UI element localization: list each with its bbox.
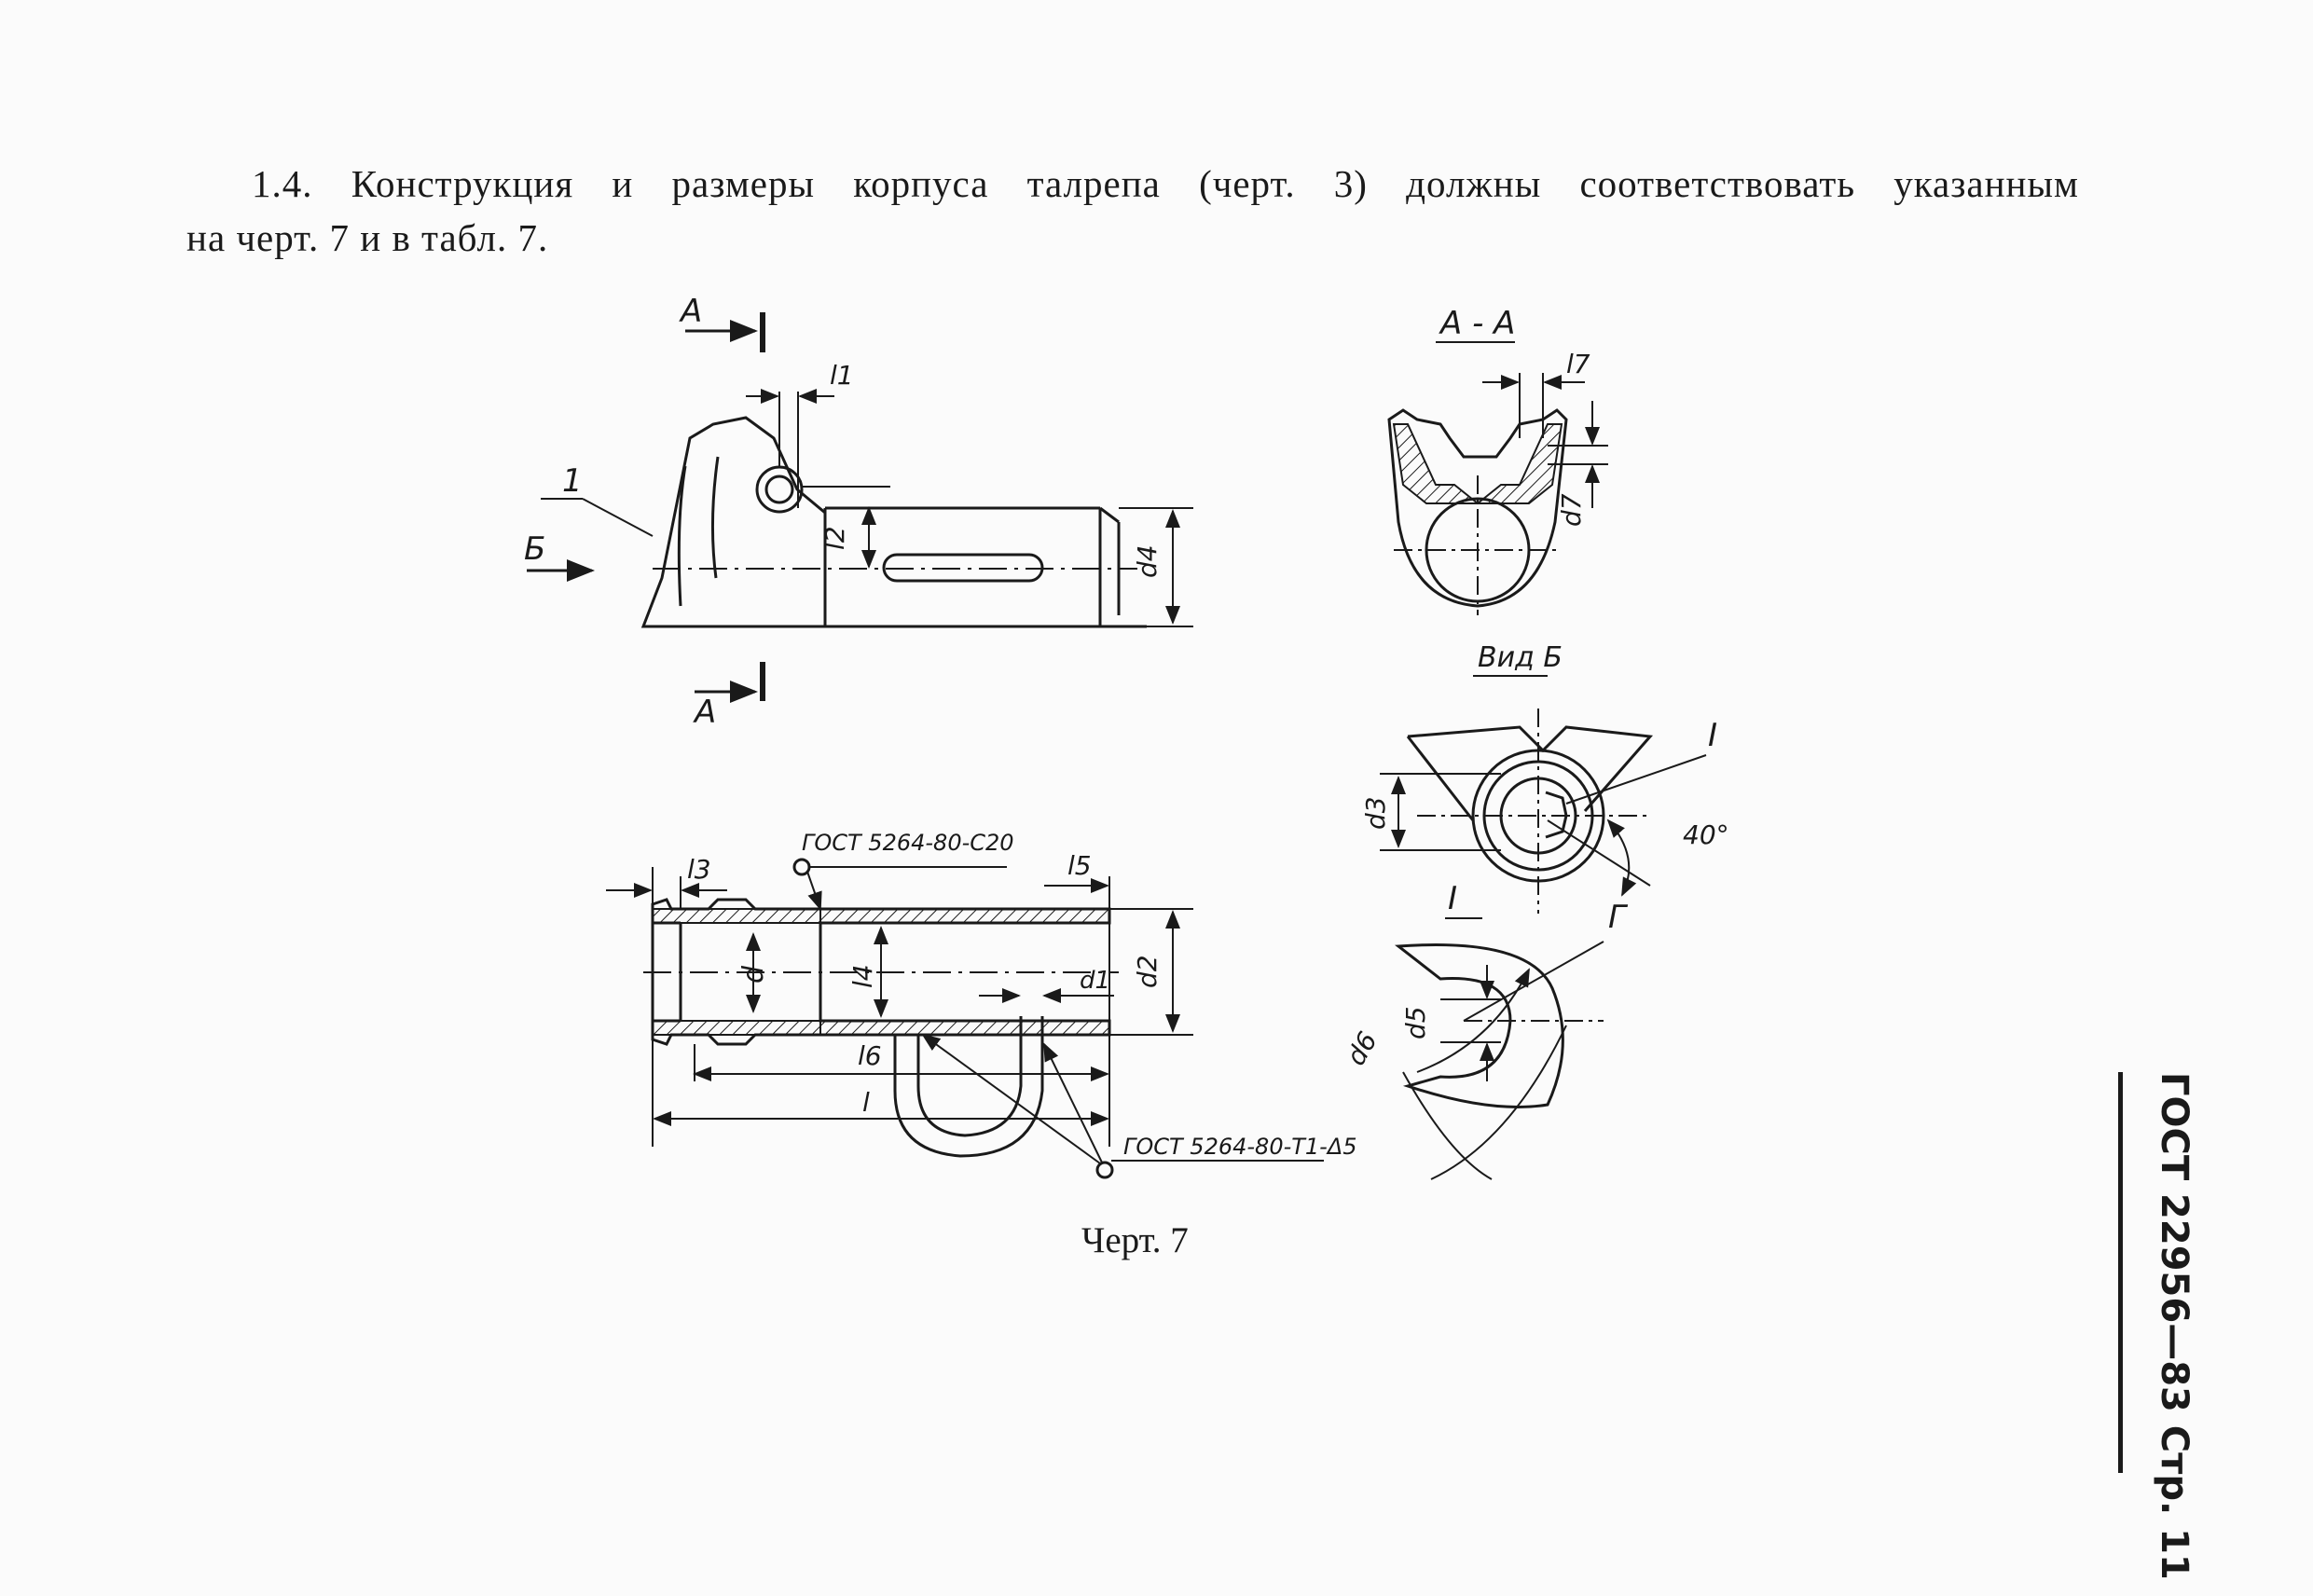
dim-l1: l1 (830, 360, 854, 391)
clause-1-4-text: 1.4. Конструкция и размеры корпуса талре… (186, 157, 2079, 265)
longitudinal-section (606, 858, 1324, 1179)
dim-l2: l2 (819, 526, 850, 550)
dim-d: d (737, 965, 770, 984)
section-aa-title: А - А (1439, 305, 1515, 342)
dim-d6: d6 (1340, 1026, 1383, 1070)
figure-caption: Черт. 7 (1081, 1220, 1189, 1260)
section-a-label-top: А (679, 293, 702, 330)
dim-l4: l4 (847, 964, 878, 988)
weld-spec-bottom: ГОСТ 5264-80-Т1-Δ5 (1123, 1134, 1357, 1160)
part-number-1: 1 (562, 462, 583, 500)
dim-l: l (862, 1087, 870, 1118)
side-view (527, 312, 1193, 703)
page-header-vertical: ГОСТ 22956—83 Стр. 11 (2118, 1072, 2197, 1580)
detail-i (1394, 917, 1604, 1180)
dim-d4: d4 (1132, 544, 1163, 578)
dim-d3: d3 (1360, 796, 1391, 830)
paragraph-line-2: на черт. 7 и в табл. 7. (186, 216, 549, 259)
g-label: Г (1608, 899, 1629, 936)
detail-i-title: I (1448, 880, 1457, 917)
weld-spec-top: ГОСТ 5264-80-С20 (802, 830, 1014, 856)
section-a-a (1387, 341, 1608, 677)
detail-i-callout: I (1708, 717, 1717, 754)
dim-l7: l7 (1566, 349, 1590, 379)
view-b (1380, 709, 1707, 914)
dim-d5: d5 (1400, 1006, 1431, 1039)
dim-d7: d7 (1556, 493, 1587, 527)
angle-40: 40° (1683, 819, 1729, 850)
dim-l3: l3 (687, 854, 711, 885)
paragraph-line-1: 1.4. Конструкция и размеры корпуса талре… (252, 162, 2079, 205)
dim-l5: l5 (1067, 850, 1092, 881)
section-a-label-bottom: А (693, 694, 716, 731)
dim-d1: d1 (1080, 967, 1110, 995)
dim-l6: l6 (858, 1040, 882, 1071)
standard-page-number: ГОСТ 22956—83 Стр. 11 (2153, 1072, 2196, 1580)
view-b-title: Вид Б (1478, 641, 1563, 674)
view-b-arrow-label: Б (524, 530, 545, 568)
dim-d2: d2 (1132, 955, 1163, 988)
